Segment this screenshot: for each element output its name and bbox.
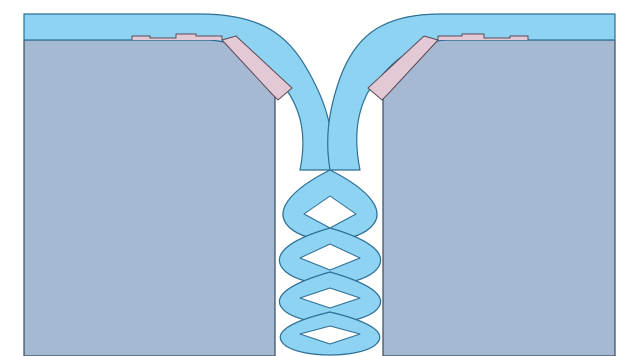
right-block — [383, 40, 615, 356]
left-block — [24, 40, 275, 356]
